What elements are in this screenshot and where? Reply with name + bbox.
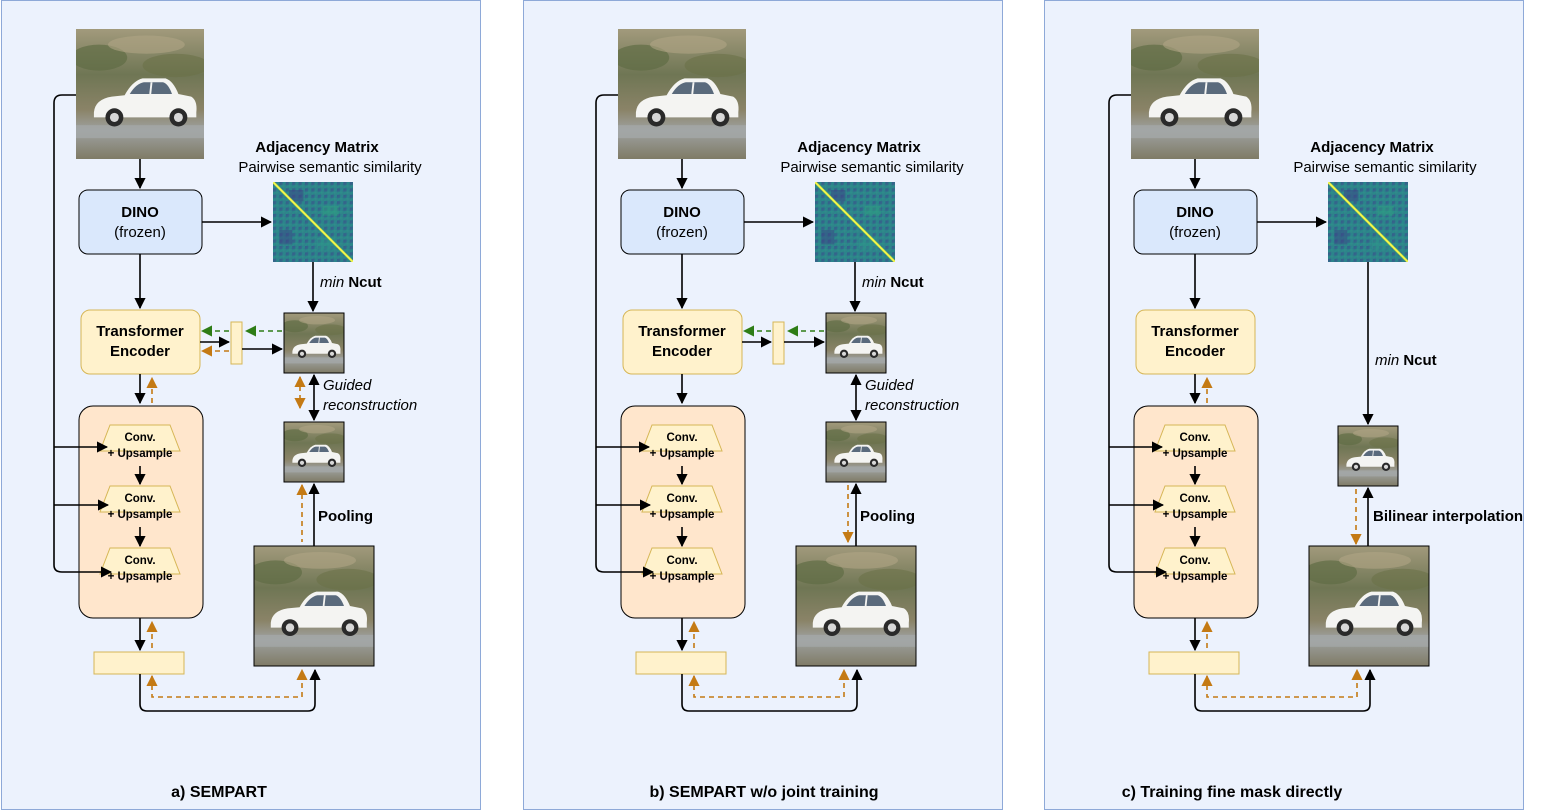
encoder-box [80,309,201,375]
encoder-box [1135,309,1256,375]
ncut-label: min Ncut [862,274,924,291]
guided-label-1: Guided [323,377,372,394]
encoder-label-1: Transformer [96,323,184,340]
conv-label-2b: + Upsample [108,509,173,521]
conv-label-3a: Conv. [124,555,155,567]
encoder-label-1: Transformer [638,323,726,340]
input-image [1131,29,1259,159]
conv-label-2b: + Upsample [1163,509,1228,521]
adjacency-subtitle: Pairwise semantic similarity [238,159,422,176]
conv-label-3b: + Upsample [108,571,173,583]
adjacency-subtitle: Pairwise semantic similarity [780,159,964,176]
output-box [635,651,727,675]
adjacency-title: Adjacency Matrix [255,139,379,156]
panel-b-diagram: Adjacency Matrix Pairwise semantic simil… [595,29,964,801]
ncut-label: min Ncut [320,274,382,291]
adjacency-subtitle: Pairwise semantic similarity [1293,159,1477,176]
panel-b-caption: b) SEMPART w/o joint training [649,784,878,801]
dino-note: (frozen) [1169,224,1221,241]
adjacency-title: Adjacency Matrix [1310,139,1434,156]
conv-label-2a: Conv. [666,493,697,505]
dino-box [620,189,745,255]
conv-label-1b: + Upsample [650,448,715,460]
dino-note: (frozen) [656,224,708,241]
panel-a-caption: a) SEMPART [171,784,267,801]
conv-label-2b: + Upsample [650,509,715,521]
panel-c [1044,0,1524,810]
ncut-label: min Ncut [1375,352,1437,369]
pooled-mask-image [826,422,886,482]
conv-label-3b: + Upsample [1163,571,1228,583]
input-image [618,29,746,159]
guided-label-1: Guided [865,377,914,394]
encoder-box [622,309,743,375]
dino-label: DINO [663,204,701,221]
panel-c-caption: c) Training fine mask directly [1122,784,1343,801]
fine-mask-image [1309,546,1429,666]
conv-label-1a: Conv. [666,432,697,444]
pooling-label: Pooling [860,508,915,525]
adjacency-matrix [273,182,353,262]
conv-label-3a: Conv. [1179,555,1210,567]
conv-label-3a: Conv. [666,555,697,567]
panel-c-diagram: Adjacency Matrix Pairwise semantic simil… [1108,29,1523,801]
adjacency-matrix [815,182,895,262]
conv-label-3b: + Upsample [650,571,715,583]
pooled-mask-image [284,422,344,482]
coarse-mask-image [284,313,344,373]
conv-label-2a: Conv. [1179,493,1210,505]
adjacency-matrix [1328,182,1408,262]
encoder-label-2: Encoder [110,343,170,360]
output-box [93,651,185,675]
interp-label: Bilinear interpolation [1373,508,1523,525]
guided-label-2: reconstruction [323,397,417,414]
conv-label-1b: + Upsample [108,448,173,460]
adjacency-title: Adjacency Matrix [797,139,921,156]
conv-label-1a: Conv. [1179,432,1210,444]
encoder-label-2: Encoder [652,343,712,360]
fine-mask-image [796,546,916,666]
conv-label-1a: Conv. [124,432,155,444]
conv-label-1b: + Upsample [1163,448,1228,460]
encoder-label-2: Encoder [1165,343,1225,360]
panel-a-diagram: Adjacency Matrix Pairwise semantic simil… [53,29,422,801]
input-image [76,29,204,159]
coarse-mask-image [826,313,886,373]
encoder-label-1: Transformer [1151,323,1239,340]
coarse-mask-image [1338,426,1398,486]
pooling-label: Pooling [318,508,373,525]
token-box [230,321,243,365]
conv-label-2a: Conv. [124,493,155,505]
dino-box [78,189,203,255]
token-box [772,321,785,365]
dino-note: (frozen) [114,224,166,241]
fine-mask-image [254,546,374,666]
dino-label: DINO [121,204,159,221]
dino-box [1133,189,1258,255]
output-box [1148,651,1240,675]
dino-label: DINO [1176,204,1214,221]
guided-label-2: reconstruction [865,397,959,414]
